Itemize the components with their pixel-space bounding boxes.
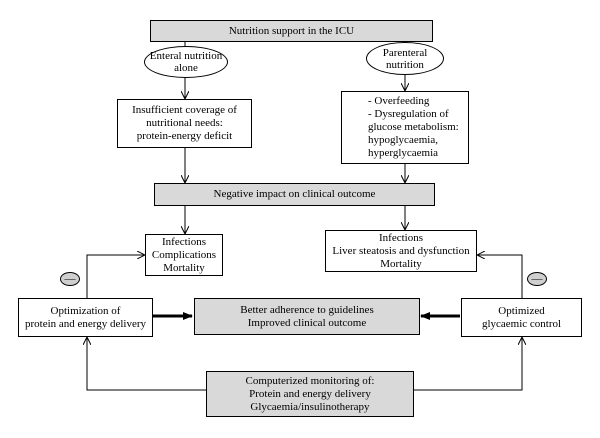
negative-title: Negative impact on clinical outcome — [213, 188, 376, 200]
optimization-line1: Optimization of — [50, 304, 121, 317]
minus-circle-left: — — [60, 272, 80, 286]
top-title: Nutrition support in the ICU — [228, 24, 355, 37]
minus-circle-right: — — [527, 272, 547, 286]
insufficient-line1: Insufficient coverage of — [132, 104, 237, 116]
optimization-box: Optimization of protein and energy deliv… — [18, 298, 153, 337]
minus-left-symbol: — — [64, 273, 76, 285]
arrow-monitoring-to-optimization — [87, 338, 206, 391]
better-line2: Improved clinical outcome — [247, 316, 367, 329]
optimized-line1: Optimized — [498, 304, 545, 317]
overfeeding-line1: - Overfeeding — [368, 95, 430, 107]
parenteral-ellipse: Parenteral nutrition — [366, 42, 444, 75]
negative-impact-box: Negative impact on clinical outcome — [154, 183, 435, 206]
monitoring-line3: Glycaemia/insulinotherapy — [250, 400, 370, 413]
optimization-line2: protein and energy delivery — [24, 317, 147, 330]
right-outcome-line3: Mortality — [380, 257, 422, 270]
optimized-box: Optimized glycaemic control — [461, 298, 582, 337]
left-outcome-line3: Mortality — [163, 261, 205, 274]
insufficient-box: Insufficient coverage of nutritional nee… — [117, 99, 252, 148]
right-outcome-box: Infections Liver steatosis and dysfuncti… — [325, 230, 477, 272]
better-line1: Better adherence to guidelines — [240, 303, 374, 316]
arrow-optimization-to-left-outcome — [86, 255, 144, 298]
parenteral-line2: nutrition — [386, 58, 424, 71]
right-outcome-line1: Infections — [379, 231, 423, 244]
overfeeding-line4: hypoglycaemia, — [368, 134, 438, 146]
enteral-ellipse: Enteral nutrition alone — [144, 46, 228, 78]
arrow-optimized-to-right-outcome — [478, 255, 523, 298]
insufficient-line2: nutritional needs: — [146, 117, 223, 129]
monitoring-line2: Protein and energy delivery — [249, 387, 371, 400]
enteral-line2: alone — [174, 62, 198, 74]
parenteral-line1: Parenteral — [382, 46, 428, 59]
monitoring-line1: Computerized monitoring of: — [245, 374, 375, 387]
left-outcome-line1: Infections — [162, 235, 206, 248]
overfeeding-line2: - Dysregulation of — [368, 108, 449, 120]
monitoring-box: Computerized monitoring of: Protein and … — [206, 371, 414, 417]
left-outcome-line2: Complications — [151, 248, 217, 261]
optimized-line2: glycaemic control — [481, 317, 562, 330]
better-outcome-box: Better adherence to guidelines Improved … — [194, 298, 420, 335]
arrow-monitoring-to-optimized — [414, 338, 522, 391]
enteral-line1: Enteral nutrition — [149, 50, 223, 62]
overfeeding-box: - Overfeeding - Dysregulation of glucose… — [341, 91, 469, 164]
minus-right-symbol: — — [531, 273, 543, 285]
overfeeding-line3: glucose metabolism: — [368, 121, 459, 133]
insufficient-line3: protein-energy deficit — [136, 130, 233, 142]
right-outcome-line2: Liver steatosis and dysfunction — [332, 244, 470, 257]
overfeeding-line5: hyperglycaemia — [368, 147, 439, 159]
top-title-box: Nutrition support in the ICU — [150, 20, 433, 42]
left-outcome-box: Infections Complications Mortality — [145, 234, 223, 276]
